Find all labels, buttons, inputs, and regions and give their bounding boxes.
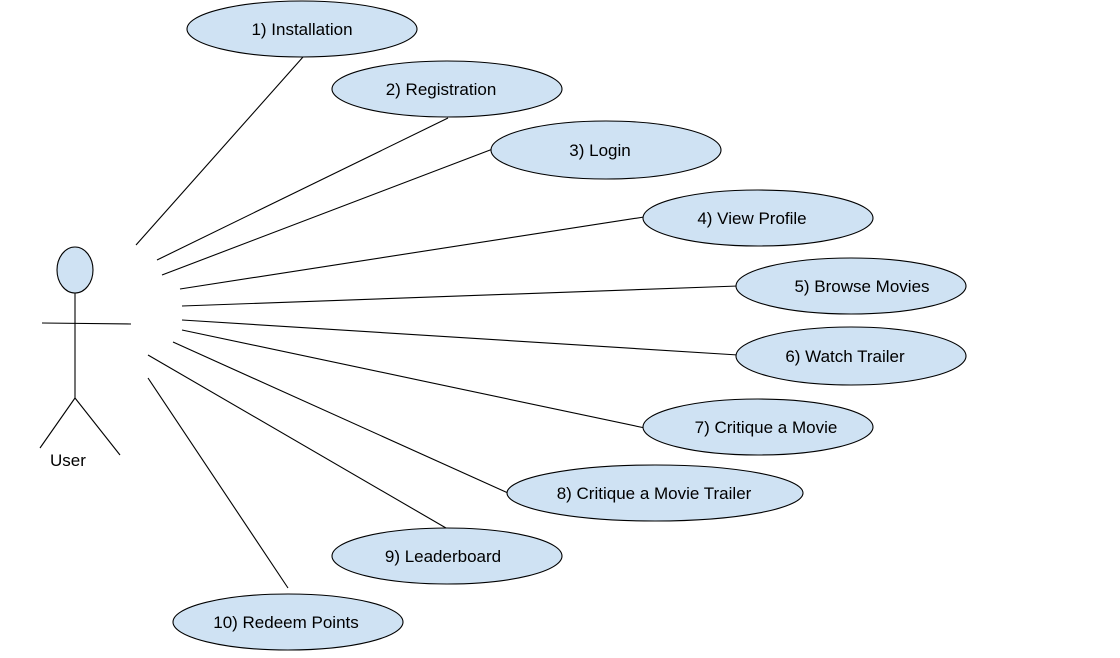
association-line-registration xyxy=(156,117,449,261)
use-case-label: 2) Registration xyxy=(386,80,497,99)
use-case-oval xyxy=(735,326,967,386)
use-case-label: 1) Installation xyxy=(251,20,352,39)
association-lines xyxy=(135,56,739,589)
use-case-label: 9) Leaderboard xyxy=(385,547,501,566)
actor-right-leg xyxy=(74,397,121,456)
use-case-oval xyxy=(642,398,874,456)
use-case-critique-movie-trailer: 8) Critique a Movie Trailer xyxy=(506,464,804,522)
use-case-redeem-points: 10) Redeem Points xyxy=(172,593,404,651)
use-case-registration: 2) Registration xyxy=(331,60,563,118)
use-case-label: 4) View Profile xyxy=(697,209,806,228)
actor-head xyxy=(56,246,94,294)
use-case-login: 3) Login xyxy=(490,120,722,180)
use-case-view-profile: 4) View Profile xyxy=(642,189,874,247)
use-case-watch-trailer: 6) Watch Trailer xyxy=(735,326,967,386)
use-case-oval xyxy=(186,0,418,58)
use-cases: 1) Installation 2) Registration 3) Login… xyxy=(172,0,967,651)
association-line-leaderboard xyxy=(147,354,447,529)
use-case-oval xyxy=(735,257,967,315)
use-case-label: 5) Browse Movies xyxy=(794,277,929,296)
association-line-browse-movies xyxy=(181,285,739,307)
association-line-watch-trailer xyxy=(181,319,739,356)
use-case-oval xyxy=(642,189,874,247)
use-case-oval xyxy=(506,464,804,522)
actor-user: User xyxy=(39,246,132,470)
use-case-oval xyxy=(331,527,563,585)
use-case-label: 10) Redeem Points xyxy=(213,613,359,632)
association-line-login xyxy=(161,146,499,276)
use-case-label: 3) Login xyxy=(569,141,630,160)
association-line-redeem-points xyxy=(147,377,289,589)
use-case-browse-movies: 5) Browse Movies xyxy=(735,257,967,315)
association-line-critique-movie xyxy=(181,329,646,429)
association-line-view-profile xyxy=(179,216,645,290)
association-line-critique-movie-trailer xyxy=(172,341,509,494)
use-case-oval xyxy=(331,60,563,118)
use-case-label: 7) Critique a Movie xyxy=(695,418,838,437)
use-case-label: 8) Critique a Movie Trailer xyxy=(557,484,752,503)
actor-arms xyxy=(41,322,132,325)
association-line-installation xyxy=(135,56,304,246)
use-case-critique-movie: 7) Critique a Movie xyxy=(642,398,874,456)
use-case-label: 6) Watch Trailer xyxy=(785,347,905,366)
use-case-installation: 1) Installation xyxy=(186,0,418,58)
actor-label: User xyxy=(50,451,86,470)
use-case-leaderboard: 9) Leaderboard xyxy=(331,527,563,585)
use-case-oval xyxy=(490,120,722,180)
use-case-oval xyxy=(172,593,404,651)
actor-left-leg xyxy=(39,397,76,449)
